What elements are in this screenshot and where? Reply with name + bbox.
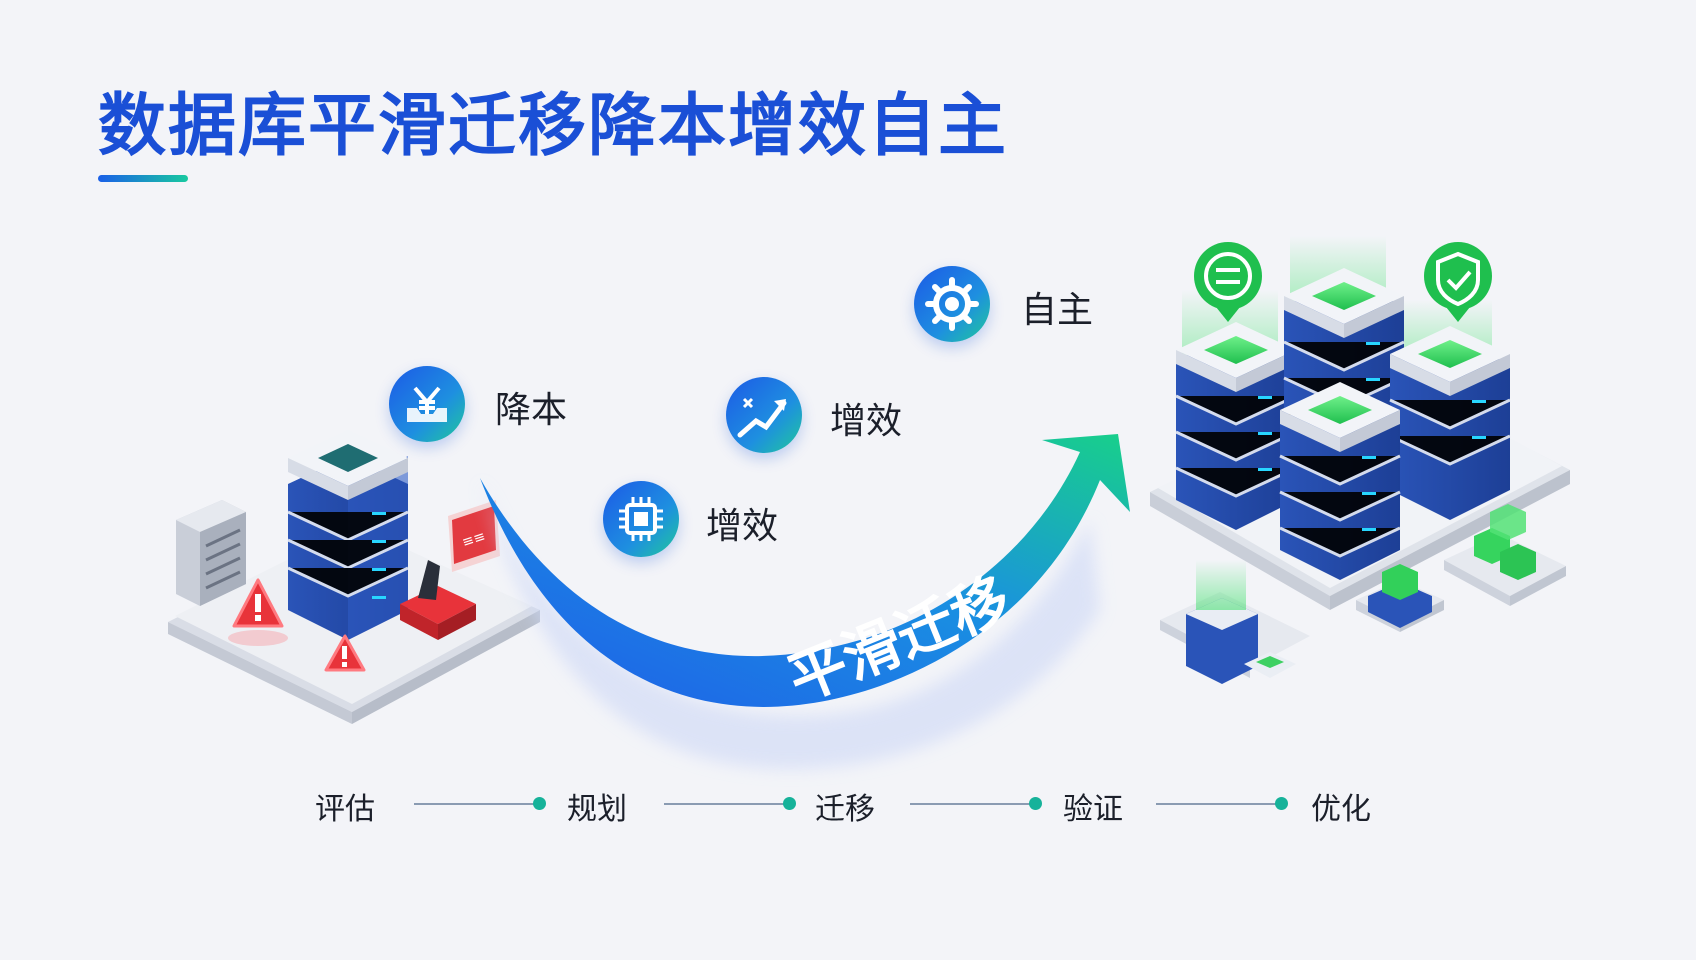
gear-icon <box>925 277 979 331</box>
badge-efficiency-trend <box>726 377 802 453</box>
small-platform-right <box>1444 504 1566 606</box>
title-underline <box>98 175 188 182</box>
warning-triangle-icon <box>228 578 288 646</box>
trend-up-icon <box>737 397 787 438</box>
badge-efficiency-chip <box>603 481 679 557</box>
modern-server-front <box>1279 382 1401 580</box>
chip-icon <box>619 497 663 541</box>
badge-autonomy-label: 自主 <box>1021 290 1094 331</box>
shield-pin-icon <box>1424 242 1492 322</box>
timeline-dot <box>533 797 546 810</box>
timeline-connector <box>910 803 1032 805</box>
timeline-dot <box>1275 797 1288 810</box>
step-assess: 评估 <box>315 792 375 827</box>
timeline-connector <box>664 803 786 805</box>
svg-text:≡≡: ≡≡ <box>460 529 487 551</box>
badge-efficiency-trend-label: 增效 <box>830 401 903 442</box>
step-optimize: 优化 <box>1311 792 1371 827</box>
warning-triangle-small-icon <box>324 634 366 672</box>
alert-device: ≡≡ <box>400 500 500 640</box>
timeline-dot <box>1029 797 1042 810</box>
legacy-rack <box>176 500 246 606</box>
sync-pin-icon <box>1194 242 1262 322</box>
badge-autonomy <box>914 266 990 342</box>
step-migrate: 迁移 <box>815 792 875 827</box>
timeline-dot <box>783 797 796 810</box>
page-title: 数据库平滑迁移降本增效自主 <box>98 87 1009 166</box>
badge-cost-label: 降本 <box>495 390 568 431</box>
legacy-server-stack <box>287 430 409 640</box>
step-verify: 验证 <box>1063 792 1123 827</box>
modern-server-back-right <box>1389 326 1511 520</box>
timeline-connector <box>414 803 536 805</box>
migration-arrow <box>480 434 1130 770</box>
badge-cost <box>389 366 465 442</box>
badge-efficiency-chip-label: 增效 <box>706 506 779 547</box>
yen-tray-icon <box>407 386 447 422</box>
small-platform-left <box>1160 560 1310 684</box>
step-plan: 规划 <box>567 792 627 827</box>
timeline-connector <box>1156 803 1278 805</box>
small-platform-center <box>1356 564 1444 632</box>
modern-server-back-left <box>1175 322 1297 530</box>
